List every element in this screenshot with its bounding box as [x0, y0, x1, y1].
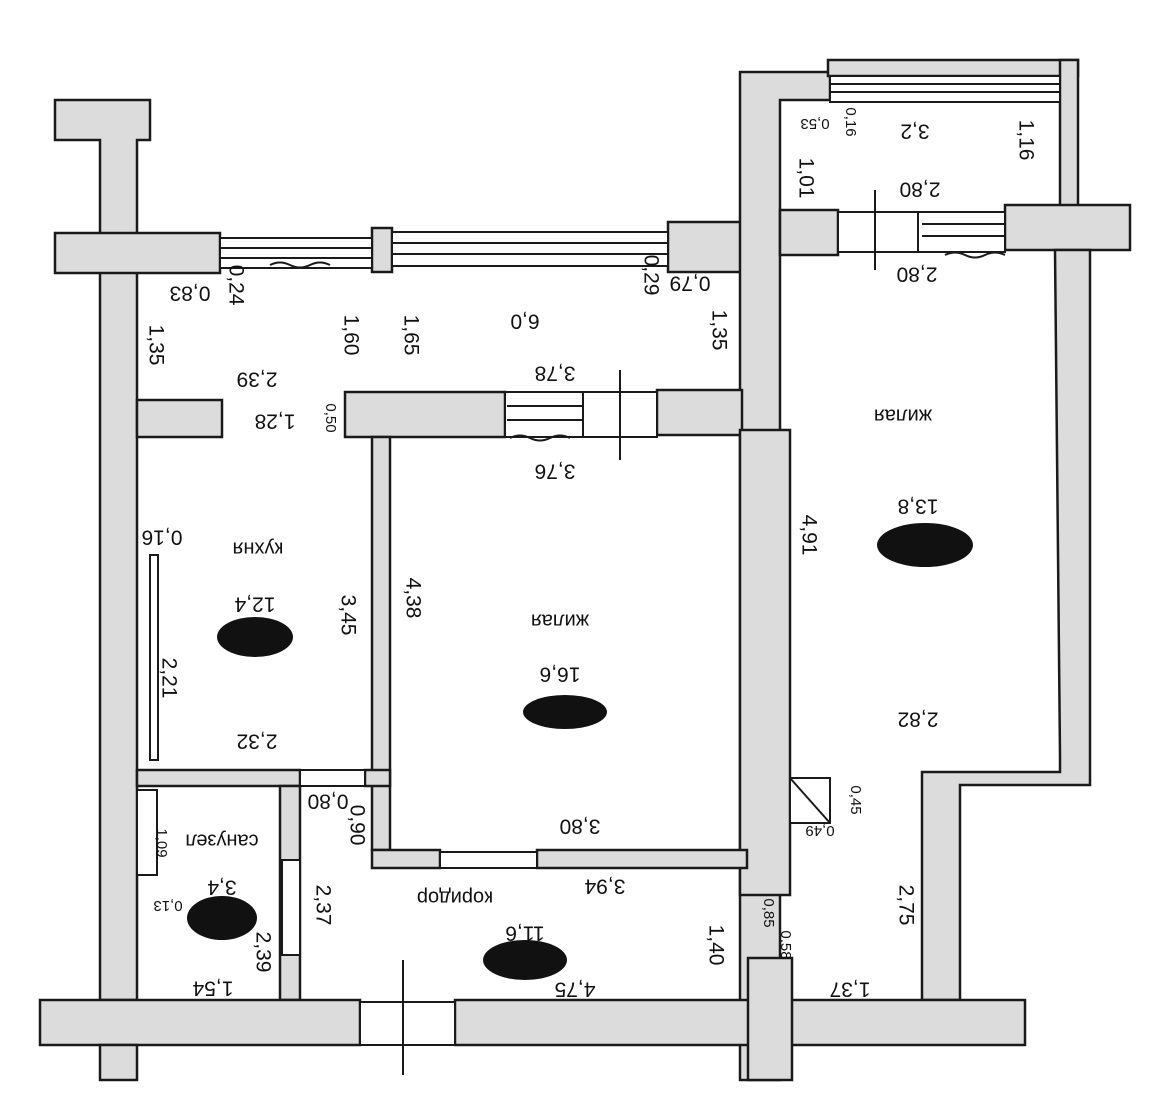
- dim: 1,65: [399, 315, 422, 356]
- dim: 3,76: [535, 459, 576, 482]
- dim: 1,35: [707, 310, 730, 351]
- living2-name: жилая: [874, 405, 932, 427]
- dim: 2,80: [897, 262, 938, 285]
- dim: 0,90: [345, 805, 368, 846]
- dim: 2,75: [894, 885, 917, 926]
- corridor-name: коридор: [417, 887, 493, 909]
- kitchen-name: кухня: [233, 538, 284, 560]
- dim: 1,35: [144, 325, 167, 366]
- dim: 0,50: [322, 403, 339, 432]
- dim: 1,60: [339, 315, 362, 356]
- bathroom-name: санузел: [185, 830, 258, 852]
- dim: 2,80: [900, 177, 941, 200]
- dim: 3,94: [584, 874, 625, 897]
- dim: 2,39: [251, 932, 274, 973]
- living1-name: жилая: [531, 610, 589, 632]
- dim: 0,58: [777, 930, 794, 959]
- dim: 1,40: [704, 925, 727, 966]
- corridor-area: 11,6: [505, 921, 544, 944]
- dim: 2,82: [898, 707, 939, 730]
- dim: 2,21: [157, 658, 180, 699]
- dim: 4,75: [555, 977, 596, 1000]
- dim: 0,24: [224, 265, 247, 306]
- dim: 0,85: [760, 898, 777, 927]
- dim: 0,29: [639, 255, 662, 296]
- dim: 4,91: [797, 515, 820, 556]
- balcony-small-area: 3,2: [900, 119, 929, 142]
- dim: 1,37: [830, 977, 871, 1000]
- dim: 3,80: [560, 814, 601, 837]
- redaction-marks: [187, 523, 973, 980]
- dim: 0,79: [670, 271, 711, 294]
- openings: [136, 75, 1061, 1075]
- dim: 0,16: [842, 107, 859, 136]
- room-labels: кухня 12,4 жилая 16,6 жилая 13,8 санузел…: [185, 119, 938, 944]
- dim: 0,45: [847, 785, 864, 814]
- dim: 3,78: [535, 361, 576, 384]
- living2-area: 13,8: [898, 494, 939, 517]
- kitchen-area: 12,4: [234, 592, 275, 615]
- dim: 4,38: [401, 578, 424, 619]
- dim: 0,53: [800, 115, 829, 132]
- dim: 3,45: [336, 595, 359, 636]
- balcony-big-area: 6,0: [510, 309, 539, 332]
- dim: 2,39: [237, 367, 278, 390]
- dim: 1,28: [255, 409, 296, 432]
- bathroom-area: 3,4: [207, 875, 237, 898]
- dim: 2,32: [237, 729, 278, 752]
- dimensions: 0,83 0,24 1,35 1,60 2,39 1,28 0,50 0,16 …: [142, 107, 1038, 1000]
- dim: 0,80: [308, 789, 349, 812]
- dim: 0,49: [805, 822, 834, 839]
- dim: 0,83: [170, 281, 211, 304]
- dim: 0,13: [153, 897, 182, 914]
- dim: 1,09: [153, 828, 170, 857]
- living1-area: 16,6: [540, 662, 581, 685]
- dim: 1,16: [1014, 120, 1037, 161]
- dim: 0,16: [142, 525, 183, 548]
- dim: 2,37: [311, 885, 334, 926]
- dim: 1,54: [192, 976, 233, 999]
- dim: 1,01: [794, 158, 817, 199]
